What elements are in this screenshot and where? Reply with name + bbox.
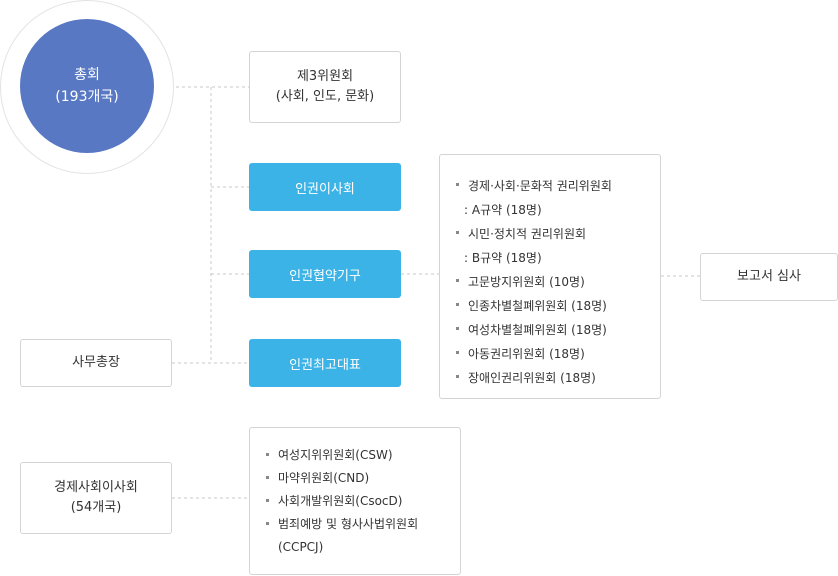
ecosoc-box: 경제사회이사회 (54개국) [20, 462, 172, 534]
ecosoc-commission-item: 사회개발위원회(CsocD) [266, 490, 452, 513]
treaty-committee-item: 시민·정치적 권리위원회 : B규약 (18명) [456, 222, 652, 270]
secretary-general-box: 사무총장 [20, 339, 172, 387]
ecosoc-label: 경제사회이사회 [54, 480, 138, 495]
ecosoc-commission-item: 마약위원회(CND) [266, 467, 452, 490]
third-committee-label: 제3위원회 [296, 69, 354, 84]
human-rights-council-box: 인권이사회 [249, 163, 401, 211]
treaty-bodies-box: 인권협약기구 [249, 250, 401, 298]
high-commissioner-box: 인권최고대표 [249, 339, 401, 387]
high-commissioner-label: 인권최고대표 [289, 357, 361, 373]
treaty-committee-item: 아동권리위원회 (18명) [456, 342, 652, 366]
human-rights-council-label: 인권이사회 [295, 181, 355, 197]
treaty-committee-item: 경제·사회·문화적 권리위원회 : A규약 (18명) [456, 174, 652, 222]
general-assembly-members: (193개국) [55, 89, 119, 105]
treaty-bodies-label: 인권협약기구 [289, 268, 361, 284]
ecosoc-members: (54개국) [70, 500, 122, 515]
ecosoc-commission-item: 여성지위위원회(CSW) [266, 444, 452, 467]
report-review-box: 보고서 심사 [700, 253, 838, 301]
treaty-committees-list: 경제·사회·문화적 권리위원회 : A규약 (18명) 시민·정치적 권리위원회… [439, 154, 661, 399]
general-assembly-label: 총회 [74, 67, 100, 83]
treaty-committee-item: 여성차별철폐위원회 (18명) [456, 318, 652, 342]
report-review-label: 보고서 심사 [737, 269, 801, 284]
ecosoc-commissions-list: 여성지위위원회(CSW) 마약위원회(CND) 사회개발위원회(CsocD) 범… [249, 427, 461, 575]
treaty-committee-item: 인종차별철폐위원회 (18명) [456, 294, 652, 318]
third-committee-box: 제3위원회 (사회, 인도, 문화) [249, 51, 401, 123]
ecosoc-commission-item: 범죄예방 및 형사사법위원회 (CCPCJ) [266, 513, 452, 559]
general-assembly-circle: 총회 (193개국) [20, 19, 154, 153]
secretary-general-label: 사무총장 [72, 355, 120, 370]
treaty-committee-item: 장애인권리위원회 (18명) [456, 366, 652, 390]
third-committee-detail: (사회, 인도, 문화) [275, 89, 375, 104]
treaty-committee-item: 고문방지위원회 (10명) [456, 270, 652, 294]
